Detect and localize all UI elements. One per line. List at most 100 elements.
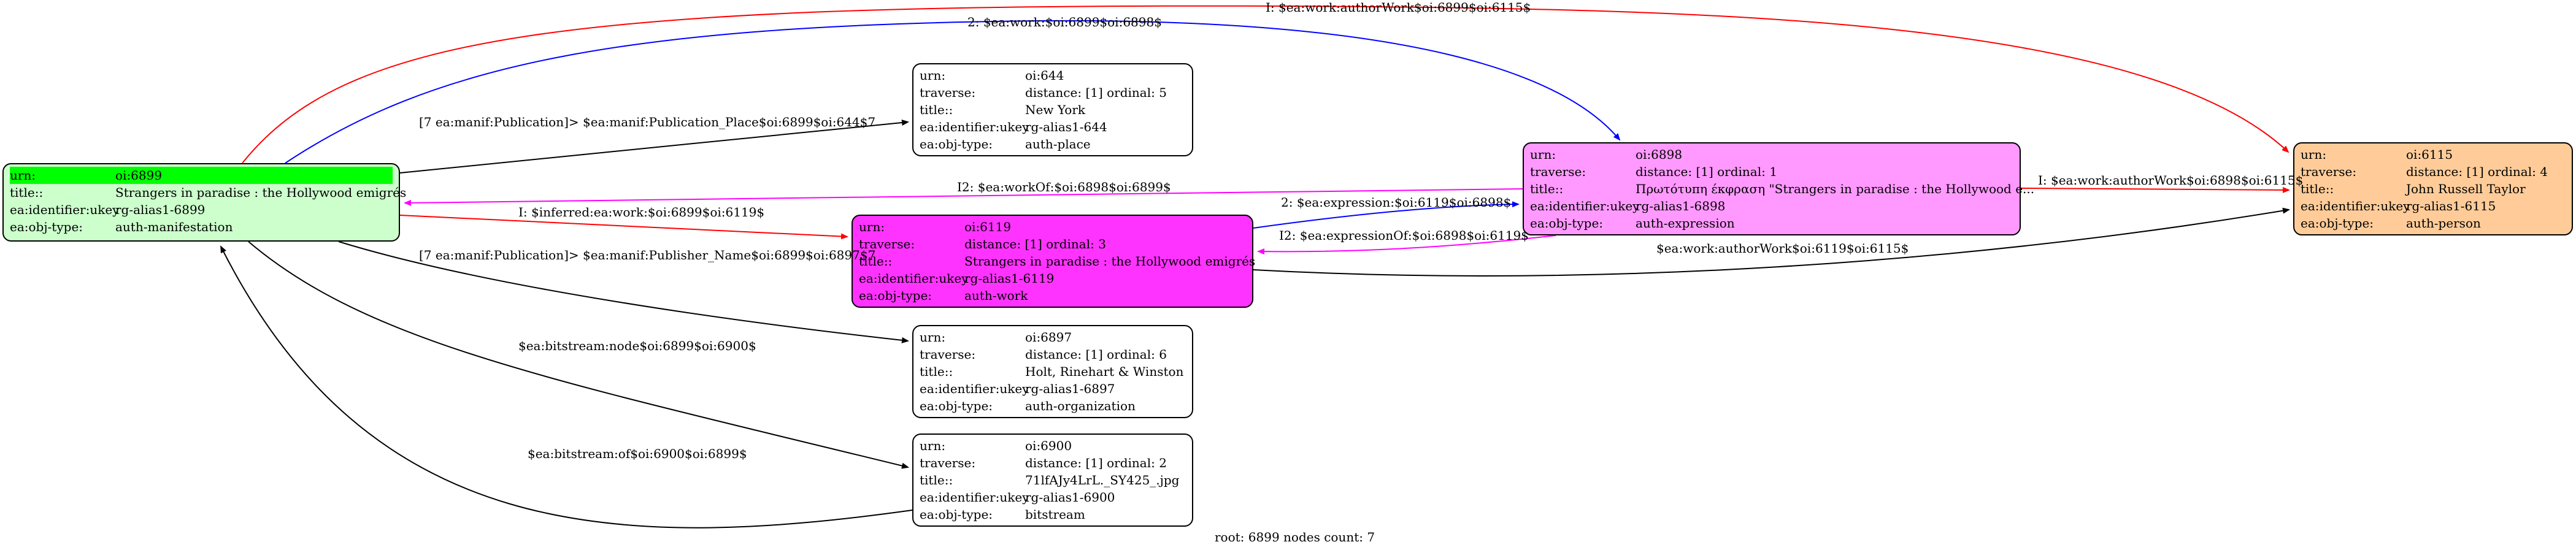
node-field: title::Strangers in paradise : the Holly… [859, 253, 1255, 270]
field-key: traverse: [920, 456, 976, 470]
edge-label-e8: $ea:bitstream:of$oi:6900$oi:6899$ [528, 446, 747, 461]
field-key: urn: [10, 168, 36, 183]
field-key: ea:obj-type: [859, 288, 932, 303]
field-value: distance: [1] ordinal: 2 [1025, 456, 1167, 470]
field-value: Πρωτότυπη έκφραση "Strangers in paradise… [1636, 181, 2035, 196]
field-key: ea:obj-type: [1530, 216, 1604, 231]
field-value: oi:644 [1025, 68, 1064, 83]
node-field: urn:oi:6899 [10, 167, 393, 184]
field-key: title:: [1530, 181, 1564, 196]
edge-e11 [1253, 207, 2290, 277]
field-key: ea:obj-type: [920, 137, 993, 151]
field-value: oi:6115 [2406, 147, 2453, 162]
field-key: urn: [920, 330, 946, 345]
edge-label-e4: I2: $ea:workOf:$oi:6898$oi:6899$ [957, 180, 1171, 194]
node-field: title::Holt, Rinehart & Winston [920, 363, 1186, 380]
field-value: distance: [1] ordinal: 6 [1025, 347, 1167, 362]
node-field: traverse: distance: [1] ordinal: 1 [1530, 163, 2013, 180]
node-field: ea:obj-type: bitstream [920, 506, 1186, 523]
edge-label-e2: 2: $ea:work:$oi:6899$oi:6898$ [967, 15, 1162, 29]
node-field: ea:obj-type: auth-manifestation [10, 218, 393, 235]
edge-e12 [2020, 186, 2290, 193]
field-key: title:: [2301, 181, 2334, 196]
field-value: bitstream [1025, 507, 1085, 522]
node-field: ea:obj-type: auth-work [859, 287, 1246, 304]
field-key: ea:obj-type: [10, 220, 83, 234]
field-key: title:: [859, 254, 893, 269]
field-value: oi:6900 [1025, 438, 1072, 453]
edge-e2 [285, 20, 1621, 164]
node-field: ea:obj-type: auth-place [920, 136, 1186, 153]
field-value: Holt, Rinehart & Winston [1025, 364, 1184, 379]
field-key: title:: [920, 473, 953, 487]
field-value: rg-alias1-6897 [1025, 381, 1115, 396]
node-oi-6900[interactable]: urn: oi:6900 traverse: distance: [1] ordina… [912, 434, 1193, 527]
node-field: traverse: distance: [1] ordinal: 4 [2301, 163, 2566, 180]
field-value: rg-alias1-6115 [2406, 199, 2496, 213]
node-field: ea:obj-type: auth-organization [920, 397, 1186, 414]
field-key: title:: [10, 185, 44, 200]
node-field: traverse: distance: [1] ordinal: 2 [920, 454, 1186, 472]
field-key: traverse: [1530, 164, 1586, 179]
field-value: auth-person [2406, 216, 2481, 231]
edge-e8 [220, 245, 913, 529]
edge-label-e10: I2: $ea:expressionOf:$oi:6898$oi:6119$ [1279, 228, 1529, 243]
field-key: ea:identifier:ukey [1530, 199, 1640, 213]
field-value: distance: [1] ordinal: 4 [2406, 164, 2548, 179]
field-value: rg-alias1-6899 [115, 202, 206, 217]
field-key: ea:obj-type: [920, 399, 993, 413]
edge-label-e5: I: $inferred:ea:work:$oi:6899$oi:6119$ [518, 205, 765, 220]
field-value: John Russell Taylor [2406, 181, 2526, 196]
field-value: oi:6119 [964, 220, 1012, 234]
field-value: distance: [1] ordinal: 5 [1025, 85, 1167, 100]
field-value: rg-alias1-644 [1025, 120, 1107, 134]
field-key: ea:obj-type: [920, 507, 993, 522]
field-value: auth-work [964, 288, 1028, 303]
field-key: ea:obj-type: [2301, 216, 2374, 231]
field-value: rg-alias1-6900 [1025, 490, 1115, 505]
field-value: auth-place [1025, 137, 1091, 151]
edge-e6 [338, 241, 909, 343]
node-field: title::Strangers in paradise : the Holly… [10, 184, 406, 201]
edge-e9 [1253, 201, 1520, 229]
edge-label-e3: [7 ea:manif:Publication]> $ea:manif:Publ… [419, 115, 876, 129]
field-value: auth-expression [1636, 216, 1735, 231]
edge-label-e12: I: $ea:work:authorWork$oi:6898$oi:6115$ [2038, 173, 2304, 188]
edge-e10 [1257, 235, 1556, 255]
field-value: distance: [1] ordinal: 1 [1636, 164, 1777, 179]
field-value: rg-alias1-6119 [964, 271, 1055, 286]
field-value: oi:6898 [1636, 147, 1683, 162]
node-field: ea:obj-type: auth-person [2301, 215, 2566, 232]
field-key: traverse: [2301, 164, 2357, 179]
edge-e5 [399, 215, 848, 240]
field-key: traverse: [920, 85, 976, 100]
edge-e3 [399, 120, 909, 174]
field-value: Strangers in paradise : the Hollywood em… [115, 185, 407, 200]
node-field: urn:oi:6898 [1530, 146, 2013, 163]
field-value: auth-manifestation [115, 220, 233, 234]
node-field: urn: oi:6900 [920, 437, 1186, 454]
field-key: urn: [920, 438, 946, 453]
field-value: distance: [1] ordinal: 3 [964, 237, 1106, 251]
node-field: title::71lfAJy4LrL._SY425_.jpg [920, 472, 1186, 489]
field-value: rg-alias1-6898 [1636, 199, 1726, 213]
node-oi-6897[interactable]: urn: oi:6897 traverse: distance: [1] ordina… [912, 325, 1193, 418]
node-field: traverse: distance: [1] ordinal: 6 [920, 346, 1186, 363]
edge-e4 [404, 188, 1523, 206]
edge-label-e1: I: $ea:work:authorWork$oi:6899$oi:6115$ [1266, 0, 1531, 15]
field-key: urn: [859, 220, 885, 234]
field-value: oi:6897 [1025, 330, 1072, 345]
field-key: traverse: [920, 347, 976, 362]
field-value: auth-organization [1025, 399, 1136, 413]
